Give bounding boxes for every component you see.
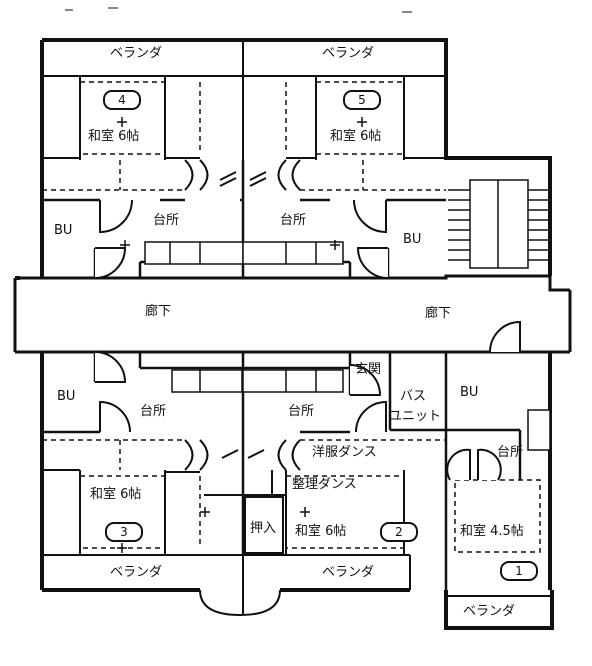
bath-unit-label-3: BU — [57, 389, 76, 404]
corridor — [13, 274, 572, 354]
kitchen-label-5: 台所 — [280, 213, 307, 228]
fusuma-doors — [184, 159, 301, 471]
bath-unit-label-line1: バス — [400, 389, 427, 404]
wardrobe-label: 洋服ダンス — [312, 445, 377, 460]
staircase — [448, 179, 548, 269]
upper-solid-partitions — [42, 76, 446, 160]
corridor-label-right: 廊下 — [425, 306, 452, 321]
room-label-washitsu-4: 和室 6帖 — [88, 129, 140, 144]
fixture-markers — [117, 117, 367, 553]
unit-number-4: 4 — [103, 90, 141, 110]
bath-unit-label-4: BU — [54, 223, 73, 238]
bath-unit-label-5: BU — [403, 232, 422, 247]
room-label-washitsu-1: 和室 4.5帖 — [460, 524, 524, 539]
veranda-label-lower-left: ベランダ — [110, 565, 163, 580]
veranda-label-lower-right: ベランダ — [463, 604, 516, 619]
room-label-washitsu-2: 和室 6帖 — [295, 524, 347, 539]
door-swings — [94, 199, 521, 481]
kitchen-label-3: 台所 — [140, 404, 167, 419]
kitchen-label-2: 台所 — [288, 404, 315, 419]
veranda-label-upper-right: ベランダ — [322, 46, 375, 61]
veranda-frames — [42, 40, 552, 617]
unit-number-1: 1 — [500, 561, 538, 581]
unit-number-3: 3 — [105, 522, 143, 542]
corridor-label-left: 廊下 — [145, 304, 172, 319]
room-label-washitsu-5: 和室 6帖 — [330, 129, 382, 144]
room-label-washitsu-3: 和室 6帖 — [90, 487, 142, 502]
header-marks — [65, 7, 412, 13]
kitchen-label-1: 台所 — [497, 445, 524, 460]
veranda-label-upper-left: ベランダ — [110, 46, 163, 61]
bath-unit-label-line2: ユニット — [389, 409, 442, 424]
closet-label: 押入 — [250, 521, 277, 536]
lower-solid-partitions — [42, 469, 405, 555]
kitchen-label-4: 台所 — [153, 213, 180, 228]
unit-number-5: 5 — [343, 90, 381, 110]
bath-unit-label-1: BU — [460, 385, 479, 400]
unit-number-2: 2 — [380, 522, 418, 542]
chest-label: 整理ダンス — [292, 477, 357, 492]
lower-counters — [171, 369, 551, 451]
veranda-label-lower-mid: ベランダ — [322, 565, 375, 580]
upper-kitchen-counters — [144, 241, 344, 265]
genkan-label: 玄関 — [355, 362, 382, 377]
